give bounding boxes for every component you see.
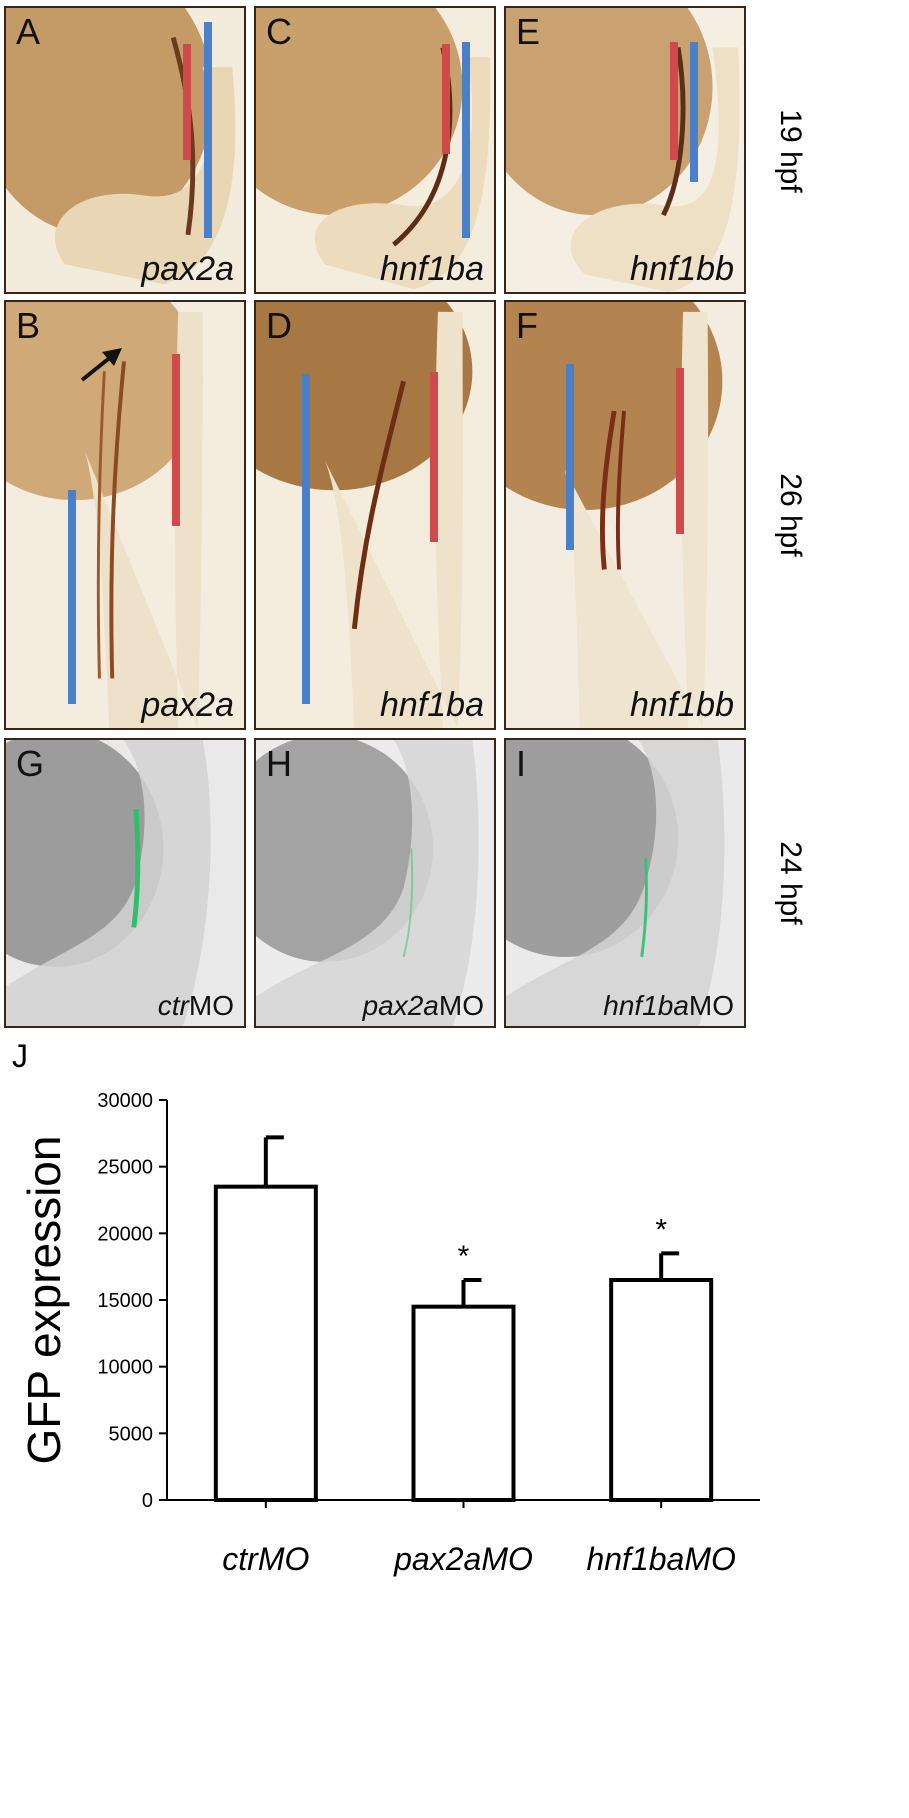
embryo-image-i [506, 740, 744, 1026]
panel-label-i: I [516, 743, 527, 784]
y-tick-label: 25000 [97, 1157, 153, 1179]
x-tick-label: pax2aMO [393, 1541, 533, 1577]
bar-hnf1baMO [609, 1278, 714, 1502]
gene-label-e: hnf1bb [630, 250, 734, 288]
gene-label-f: hnf1bb [630, 686, 734, 724]
y-tick-label: 30000 [97, 1090, 153, 1112]
panel-label-j: J [12, 1038, 28, 1074]
panel-label-a: A [16, 11, 41, 52]
panel-label-f: F [516, 305, 538, 346]
panel-label-h: H [266, 743, 292, 784]
stage-label-19hpf: 19 hpf [774, 109, 807, 193]
embryo-image-h [256, 740, 494, 1026]
blue-bar-a [204, 22, 212, 238]
x-tick-label: ctrMO [222, 1541, 309, 1577]
embryo-image-e [506, 8, 744, 292]
blue-bar-d [302, 374, 310, 704]
panel-d: D hnf1ba [254, 300, 496, 730]
mo-label-h: pax2aMO [362, 990, 484, 1021]
y-tick-label: 15000 [97, 1290, 153, 1312]
gene-label-c: hnf1ba [380, 250, 484, 288]
red-bar-f [676, 368, 684, 534]
red-bar-d [430, 372, 438, 542]
red-bar-e [670, 42, 678, 160]
embryo-image-c [256, 8, 494, 292]
bar-ctrMO [213, 1184, 318, 1503]
blue-bar-f [566, 364, 574, 550]
embryo-image-g [6, 740, 244, 1026]
significance-marker: * [655, 1213, 667, 1246]
y-tick-label: 10000 [97, 1357, 153, 1379]
panel-g: G ctrMO [4, 738, 246, 1028]
blue-bar-c [462, 42, 470, 238]
panel-label-e: E [516, 11, 541, 52]
significance-marker: * [458, 1240, 470, 1273]
panel-label-b: B [16, 305, 41, 346]
y-tick-label: 20000 [97, 1223, 153, 1245]
panel-c: C hnf1ba [254, 6, 496, 294]
mo-label-i: hnf1baMO [603, 990, 734, 1021]
stage-label-24hpf: 24 hpf [774, 841, 807, 925]
blue-bar-e [690, 42, 698, 182]
embryo-image-b [6, 302, 244, 728]
red-bar-a [183, 44, 191, 160]
panel-label-c: C [266, 11, 292, 52]
gene-label-d: hnf1ba [380, 686, 484, 724]
arrow-icon [80, 348, 122, 382]
panel-label-g: G [16, 743, 45, 784]
panel-e: E hnf1bb [504, 6, 746, 294]
y-tick-label: 0 [142, 1490, 153, 1512]
gene-label-b: pax2a [141, 686, 234, 724]
red-bar-b [172, 354, 180, 526]
panel-f: F hnf1bb [504, 300, 746, 730]
blue-bar-b [68, 490, 76, 704]
mo-label-g: ctrMO [157, 990, 234, 1021]
panel-label-d: D [266, 305, 292, 346]
red-bar-c [442, 44, 450, 154]
gene-label-a: pax2a [141, 250, 234, 288]
embryo-image-d [256, 302, 494, 728]
panel-a: A pax2a [4, 6, 246, 294]
y-tick-label: 5000 [109, 1423, 154, 1445]
y-axis-label: GFP expression [18, 1136, 70, 1465]
x-tick-label: hnf1baMO [586, 1541, 735, 1577]
panel-h: H pax2aMO [254, 738, 496, 1028]
bar-pax2aMO [411, 1304, 516, 1502]
panel-b: B pax2a [4, 300, 246, 730]
panel-i: I hnf1baMO [504, 738, 746, 1028]
embryo-image-f [506, 302, 744, 728]
stage-label-26hpf: 26 hpf [774, 473, 807, 557]
